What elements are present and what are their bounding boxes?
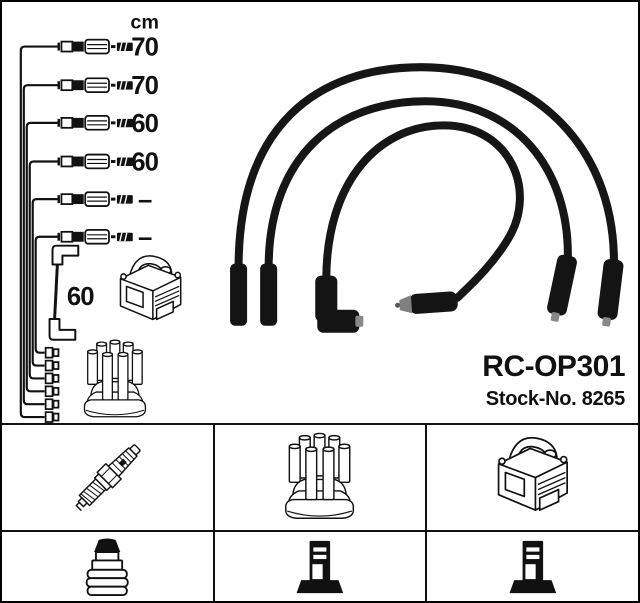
ignition-coil-drawing <box>119 255 182 321</box>
center-connector <box>395 291 458 314</box>
ignition-cable-inner <box>322 121 524 302</box>
right-connector-1 <box>547 254 577 322</box>
cable-row-connectors <box>57 38 134 245</box>
cable-length-label: 60 <box>131 110 158 138</box>
cable-length-label: 70 <box>131 72 158 100</box>
unit-header: cm <box>130 12 159 34</box>
coil-wire-drawing <box>48 244 80 341</box>
distributor-terminal-icon <box>290 539 350 595</box>
distributor-terminals <box>44 346 60 423</box>
cable-length-label: – <box>138 224 152 252</box>
ignition-cable-middle <box>264 97 572 272</box>
ignition-coil-icon <box>490 433 576 523</box>
cable-length-label: 70 <box>131 33 158 61</box>
grid-cell-distributor-terminal <box>214 532 426 601</box>
cable-length-labels: 70 70 60 60 – – <box>131 33 159 252</box>
cable-boots <box>230 254 624 333</box>
elbow-boot <box>315 275 364 333</box>
cable-length-schematic: cm 70 70 60 60 <box>19 12 182 423</box>
grid-cell-plug-boot <box>2 532 213 601</box>
connector-type-grid <box>2 423 638 601</box>
coil-wire-length-label: 60 <box>67 283 94 311</box>
grid-cell-coil-terminal <box>427 532 638 601</box>
cable-length-label: – <box>138 186 152 214</box>
distributor-cap-icon <box>280 432 359 524</box>
cable-bus-wires <box>19 45 58 419</box>
grid-cell-spark-plug <box>2 425 213 530</box>
grid-cell-ignition-coil <box>427 425 638 530</box>
right-connector-2 <box>597 259 624 327</box>
spark-plug-icon <box>65 435 150 520</box>
coil-terminal-icon <box>503 539 563 595</box>
product-code: RC-OP301 <box>482 350 625 383</box>
plug-boot-icon <box>81 538 133 596</box>
cable-set-photo <box>230 63 624 333</box>
product-code-block: RC-OP301 Stock-No. 8265 <box>482 351 625 410</box>
grid-cell-distributor-cap <box>214 425 426 530</box>
ignition-cable-outer <box>234 63 618 272</box>
stock-number: Stock-No. 8265 <box>485 387 626 410</box>
distributor-cap-drawing <box>83 339 147 418</box>
cable-length-label: 60 <box>131 148 158 176</box>
